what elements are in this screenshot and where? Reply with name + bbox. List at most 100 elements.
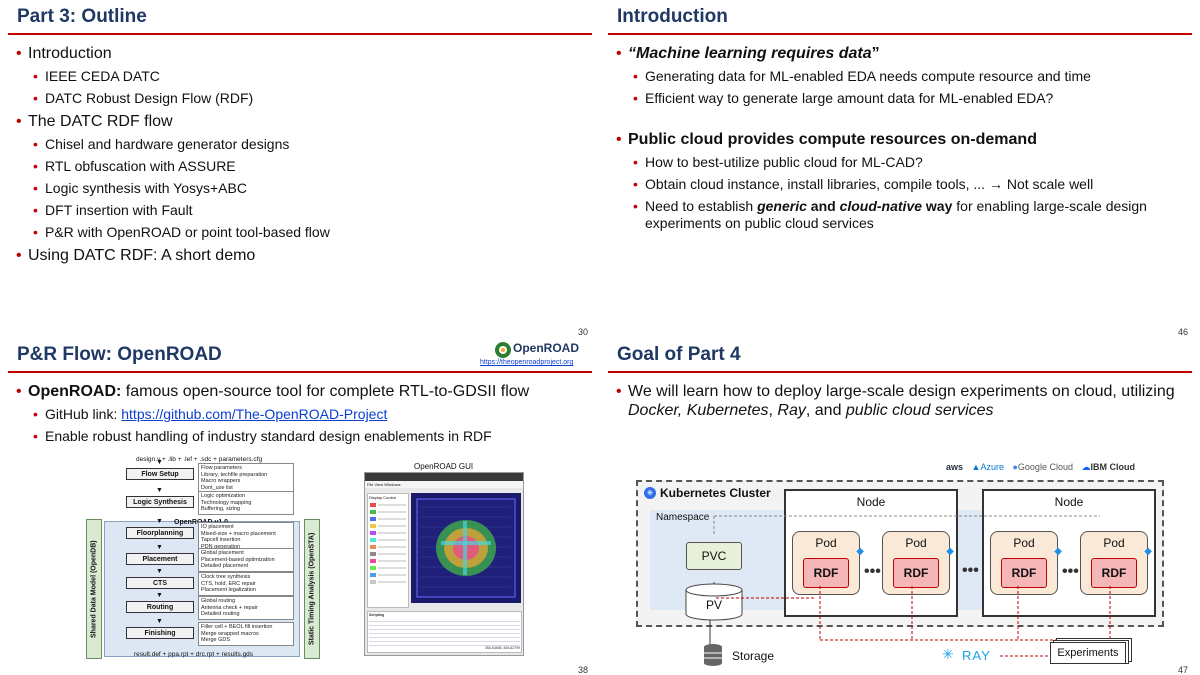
kubernetes-icon: ⎈ bbox=[644, 487, 656, 499]
list-item: OpenROAD: famous open-source tool for co… bbox=[16, 382, 592, 401]
ibm-cloud-logo: IBM Cloud bbox=[1090, 462, 1135, 472]
openroad-logo: OpenROAD https://theopenroadproject.org bbox=[480, 340, 584, 368]
slide-goal-part4: Goal of Part 4 We will learn how to depl… bbox=[600, 338, 1200, 675]
list-item: “Machine learning requires data” bbox=[616, 44, 1192, 63]
cluster-label: Kubernetes Cluster bbox=[660, 486, 771, 500]
rdf-container: RDF bbox=[1091, 558, 1137, 588]
kubernetes-cluster: ⎈ Kubernetes Cluster Namespace Node Pod … bbox=[636, 480, 1164, 627]
list-item: Need to establish generic and cloud-nati… bbox=[616, 198, 1192, 232]
github-link[interactable]: https://github.com/The-OpenROAD-Project bbox=[121, 406, 388, 422]
title-rule bbox=[608, 371, 1192, 373]
flow-stage: Logic Synthesis bbox=[126, 496, 194, 508]
slide-number: 46 bbox=[1177, 327, 1188, 337]
aws-logo: aws bbox=[946, 462, 964, 472]
rdf-container: RDF bbox=[1001, 558, 1047, 588]
goal-list: We will learn how to deploy large-scale … bbox=[616, 377, 1192, 420]
rdf-container: RDF bbox=[803, 558, 849, 588]
static-timing-analysis-bar: Static Timing Analysis (OpenSTA) bbox=[304, 519, 320, 659]
shared-data-model-bar: Shared Data Model (OpenDB) bbox=[86, 519, 102, 659]
slide-title: Introduction bbox=[617, 6, 728, 27]
slide-number: 30 bbox=[577, 327, 588, 337]
slide-outline: Part 3: Outline IntroductionIEEE CEDA DA… bbox=[0, 0, 600, 337]
list-item: How to best-utilize public cloud for ML-… bbox=[616, 154, 1192, 171]
docker-icon: ◆ bbox=[1144, 546, 1152, 557]
outline-item: DFT insertion with Fault bbox=[16, 202, 592, 219]
slide-number: 47 bbox=[1177, 665, 1188, 675]
pod: Pod ◆ RDF bbox=[990, 531, 1062, 595]
ellipsis: ••• bbox=[864, 563, 881, 580]
down-arrow-icon: ▼ bbox=[156, 618, 163, 625]
outline-item: Logic synthesis with Yosys+ABC bbox=[16, 180, 592, 197]
slide-title: Part 3: Outline bbox=[17, 6, 147, 27]
flow-output-label: result.def + ppa.rpt + drc.rpt + results… bbox=[134, 651, 254, 658]
openroad-gui-screenshot: File View Windows Display Control bbox=[364, 472, 524, 656]
gui-caption: OpenROAD GUI bbox=[414, 462, 474, 471]
intro-list: “Machine learning requires data” Generat… bbox=[616, 39, 1192, 232]
list-item: Obtain cloud instance, install libraries… bbox=[616, 176, 1192, 193]
openroad-flow-diagram: design.v + .lib + .lef + .sdc + paramete… bbox=[86, 453, 326, 668]
title-rule bbox=[8, 33, 592, 35]
arrow-icon: → bbox=[988, 176, 1003, 192]
node-1: Node Pod ◆ RDF ••• Pod ◆ RDF bbox=[784, 489, 958, 617]
outline-item: Introduction bbox=[16, 44, 592, 63]
flow-stage: Floorplanning bbox=[126, 527, 194, 539]
cloud-provider-logos: aws ▲Azure ●Google Cloud ☁IBM Cloud bbox=[946, 462, 1135, 473]
gui-display-control: Display Control bbox=[367, 493, 409, 608]
list-item: Enable robust handling of industry stand… bbox=[16, 428, 592, 445]
list-item: Public cloud provides compute resources … bbox=[616, 130, 1192, 149]
outline-item: Chisel and hardware generator designs bbox=[16, 136, 592, 153]
docker-icon: ◆ bbox=[946, 546, 954, 557]
pod: Pod ◆ RDF bbox=[882, 531, 954, 595]
ibm-cloud-logo-icon: ☁ bbox=[1081, 462, 1091, 472]
experiments-stack: Experiments bbox=[1050, 638, 1132, 666]
list-item: Generating data for ML-enabled EDA needs… bbox=[616, 68, 1192, 85]
ellipsis: ••• bbox=[962, 562, 979, 579]
flow-stage: CTS bbox=[126, 577, 194, 589]
list-item: GitHub link: https://github.com/The-Open… bbox=[16, 406, 592, 423]
outline-item: RTL obfuscation with ASSURE bbox=[16, 158, 592, 175]
slide-number: 38 bbox=[577, 665, 588, 675]
down-arrow-icon: ▼ bbox=[156, 459, 163, 466]
ray-label: RAY bbox=[962, 648, 991, 663]
openroad-site-link[interactable]: https://theopenroadproject.org bbox=[480, 359, 574, 366]
google-cloud-logo: Google Cloud bbox=[1017, 462, 1073, 472]
docker-icon: ◆ bbox=[856, 546, 864, 557]
pvc-box: PVC bbox=[686, 542, 742, 570]
down-arrow-icon: ▼ bbox=[156, 518, 163, 525]
storage-icon bbox=[704, 644, 722, 666]
flow-stage: Flow Setup bbox=[126, 468, 194, 480]
slide-introduction: Introduction “Machine learning requires … bbox=[600, 0, 1200, 337]
google-cloud-logo-icon: ● bbox=[1012, 462, 1018, 472]
storage-label: Storage bbox=[732, 649, 775, 663]
flow-stage: Routing bbox=[126, 601, 194, 613]
ray-logo-icon: ✳ bbox=[942, 646, 954, 662]
docker-icon: ◆ bbox=[1054, 546, 1062, 557]
down-arrow-icon: ▼ bbox=[156, 568, 163, 575]
chip-layout-image bbox=[416, 498, 516, 598]
experiments-label: Experiments bbox=[1050, 642, 1126, 664]
node-2: Node Pod ◆ RDF ••• Pod ◆ RDF bbox=[982, 489, 1156, 617]
down-arrow-icon: ▼ bbox=[156, 592, 163, 599]
list-item: We will learn how to deploy large-scale … bbox=[616, 382, 1192, 420]
outline-list: IntroductionIEEE CEDA DATCDATC Robust De… bbox=[16, 39, 592, 265]
slide-title: P&R Flow: OpenROAD bbox=[17, 344, 222, 365]
gui-scripting-console: Scripting 356.63468, 826.62799 bbox=[367, 611, 522, 653]
gui-layout-canvas bbox=[411, 493, 521, 603]
title-rule bbox=[608, 33, 1192, 35]
azure-logo: Azure bbox=[980, 462, 1004, 472]
flow-input-label: design.v + .lib + .lef + .sdc + paramete… bbox=[136, 456, 263, 463]
flow-stage: Placement bbox=[126, 553, 194, 565]
azure-logo-icon: ▲ bbox=[971, 462, 981, 472]
openroad-list: OpenROAD: famous open-source tool for co… bbox=[16, 377, 592, 445]
ellipsis: ••• bbox=[1062, 563, 1079, 580]
openroad-logo-text: OpenROAD bbox=[513, 341, 579, 355]
down-arrow-icon: ▼ bbox=[156, 544, 163, 551]
pod: Pod ◆ RDF bbox=[792, 531, 864, 595]
pod: Pod ◆ RDF bbox=[1080, 531, 1152, 595]
namespace-label: Namespace bbox=[656, 512, 710, 523]
